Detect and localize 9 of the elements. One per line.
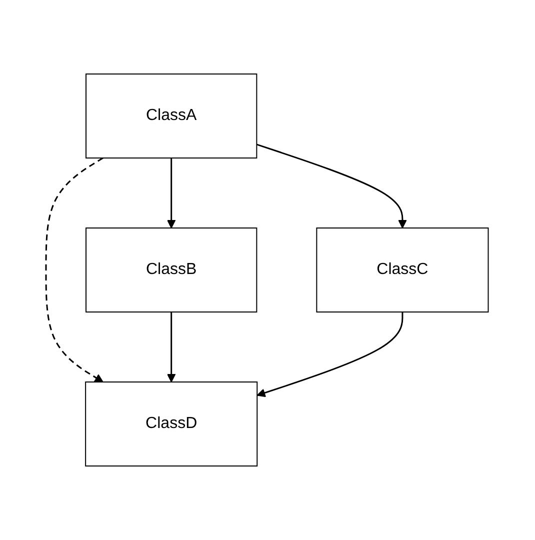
arrow [256,144,408,228]
node-box: ClassD [85,382,258,466]
arrow [167,158,176,228]
node-box: ClassA [86,74,258,158]
arrow [257,312,404,398]
node-box: ClassC [316,228,490,312]
arrow [46,157,104,382]
node-box: ClassB [86,228,258,312]
arrow [167,312,176,382]
